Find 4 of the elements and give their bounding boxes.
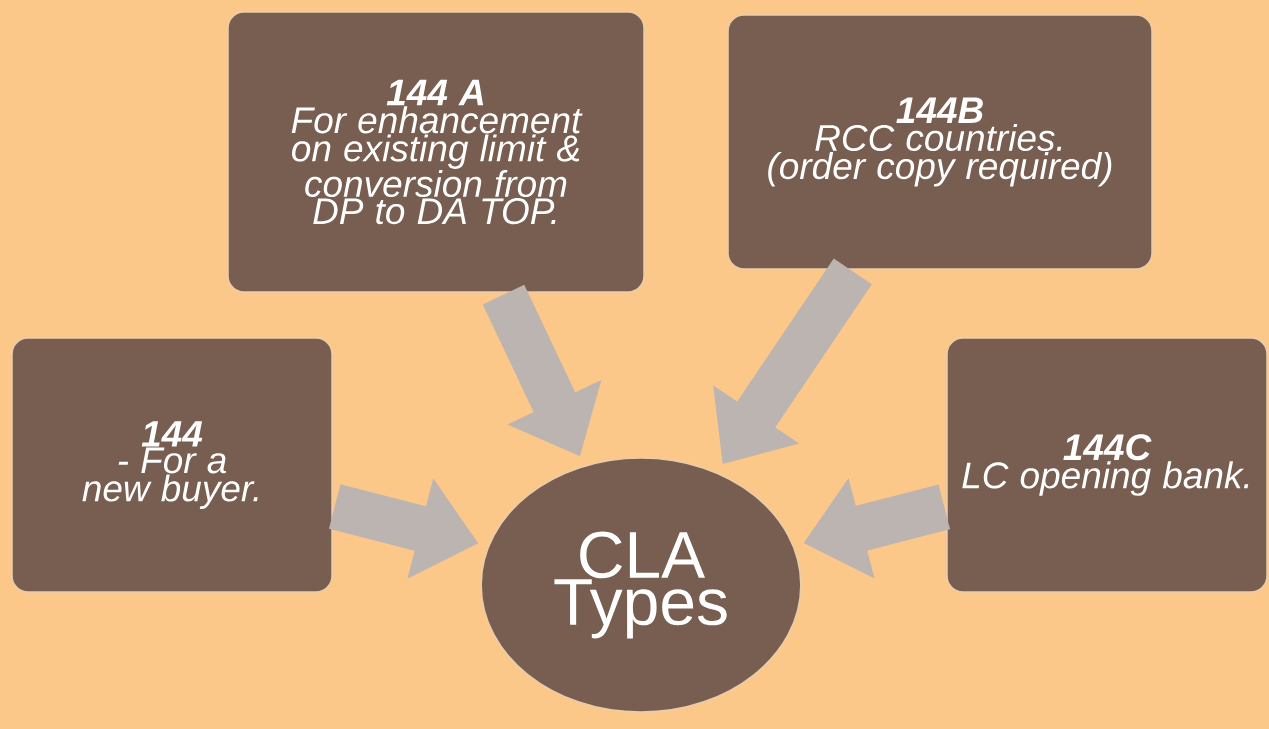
text-box: 144B RCC countries. (order copy required): [727, 14, 1153, 270]
text-box: 144C LC opening bank.: [946, 337, 1268, 593]
text-box: 144 A For enhancement on existing limit & conversion from DP to DA TOP.: [227, 11, 645, 293]
text-box: 144 - For a new buyer.: [11, 337, 333, 593]
